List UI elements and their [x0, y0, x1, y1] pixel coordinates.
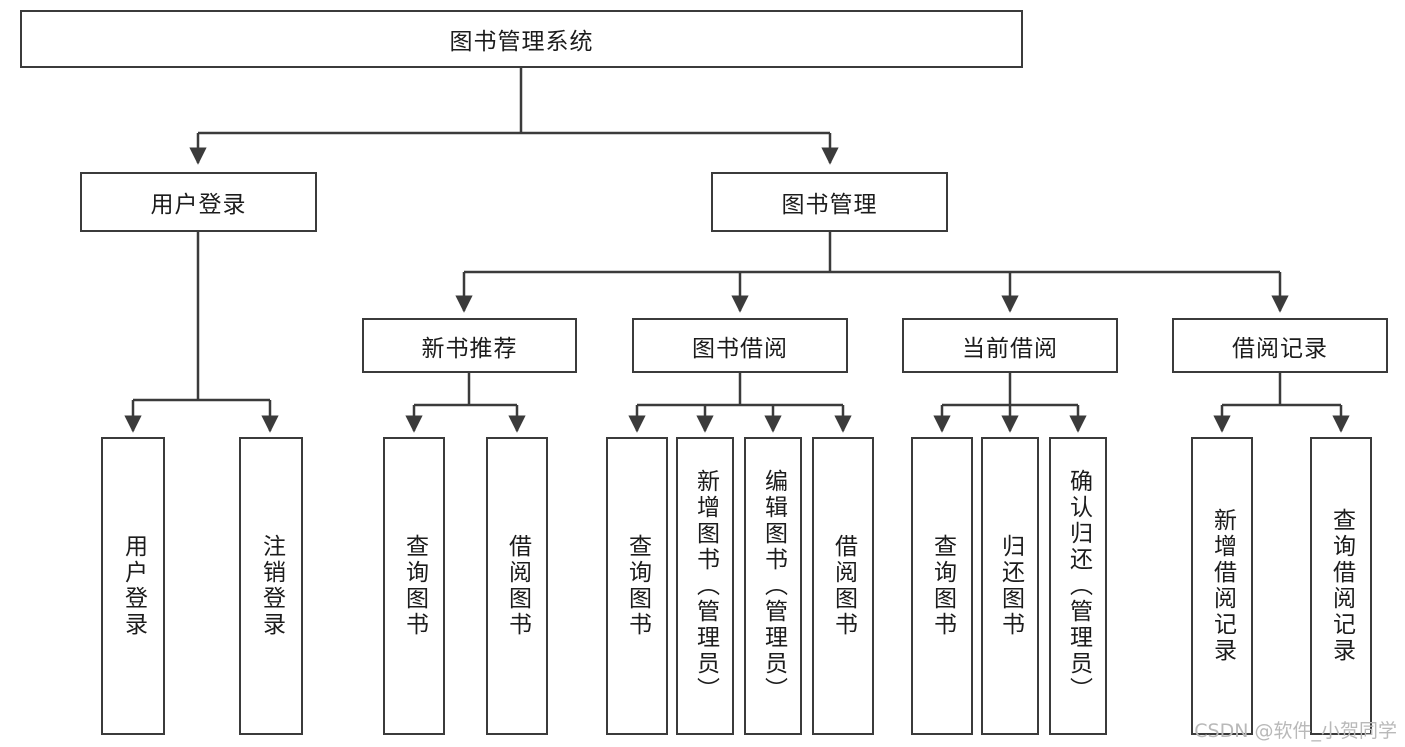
leaf-borrow-edit-book[interactable]: 编辑图书（管理员）	[744, 437, 802, 735]
node-label: 编辑图书（管理员）	[760, 469, 787, 703]
leaf-recommend-query-book[interactable]: 查询图书	[383, 437, 445, 735]
node-label: 图书管理	[781, 192, 878, 218]
leaf-borrow-query-book[interactable]: 查询图书	[606, 437, 668, 735]
leaf-record-query-record[interactable]: 查询借阅记录	[1310, 437, 1372, 735]
watermark-label: CSDN @软件_小贺同学	[1194, 720, 1397, 742]
node-label: 图书借阅	[692, 335, 788, 362]
node-book-borrow[interactable]: 图书借阅	[632, 318, 848, 373]
leaf-current-query-book[interactable]: 查询图书	[911, 437, 973, 735]
node-label: 新书推荐	[421, 335, 518, 362]
node-label: 借阅图书	[830, 534, 857, 638]
node-label: 用户登录	[120, 534, 147, 638]
node-user-login[interactable]: 用户登录	[80, 172, 317, 232]
leaf-current-return-book[interactable]: 归还图书	[981, 437, 1039, 735]
node-borrow-record[interactable]: 借阅记录	[1172, 318, 1388, 373]
leaf-user-login-logout[interactable]: 注销登录	[239, 437, 303, 735]
node-label: 查询借阅记录	[1328, 508, 1355, 664]
node-label: 确认归还（管理员）	[1065, 469, 1092, 703]
leaf-record-add-record[interactable]: 新增借阅记录	[1191, 437, 1253, 735]
node-root-system[interactable]: 图书管理系统	[20, 10, 1023, 68]
node-label: 注销登录	[258, 534, 285, 638]
leaf-borrow-borrow-book[interactable]: 借阅图书	[812, 437, 874, 735]
leaf-user-login-login[interactable]: 用户登录	[101, 437, 165, 735]
node-label: 用户登录	[150, 192, 247, 218]
node-new-book-recommend[interactable]: 新书推荐	[362, 318, 577, 373]
node-label: 查询图书	[401, 534, 428, 638]
node-label: 图书管理系统	[449, 29, 594, 55]
node-label: 借阅图书	[504, 534, 531, 638]
node-label: 查询图书	[929, 534, 956, 638]
leaf-borrow-add-book[interactable]: 新增图书（管理员）	[676, 437, 734, 735]
node-book-management[interactable]: 图书管理	[711, 172, 948, 232]
node-label: 归还图书	[997, 534, 1024, 638]
node-label: 查询图书	[624, 534, 651, 638]
leaf-current-confirm-return[interactable]: 确认归还（管理员）	[1049, 437, 1107, 735]
node-label: 借阅记录	[1232, 335, 1328, 362]
node-label: 当前借阅	[962, 335, 1058, 362]
node-label: 新增图书（管理员）	[692, 469, 719, 703]
node-label: 新增借阅记录	[1209, 508, 1236, 664]
node-current-borrow[interactable]: 当前借阅	[902, 318, 1118, 373]
leaf-recommend-borrow-book[interactable]: 借阅图书	[486, 437, 548, 735]
